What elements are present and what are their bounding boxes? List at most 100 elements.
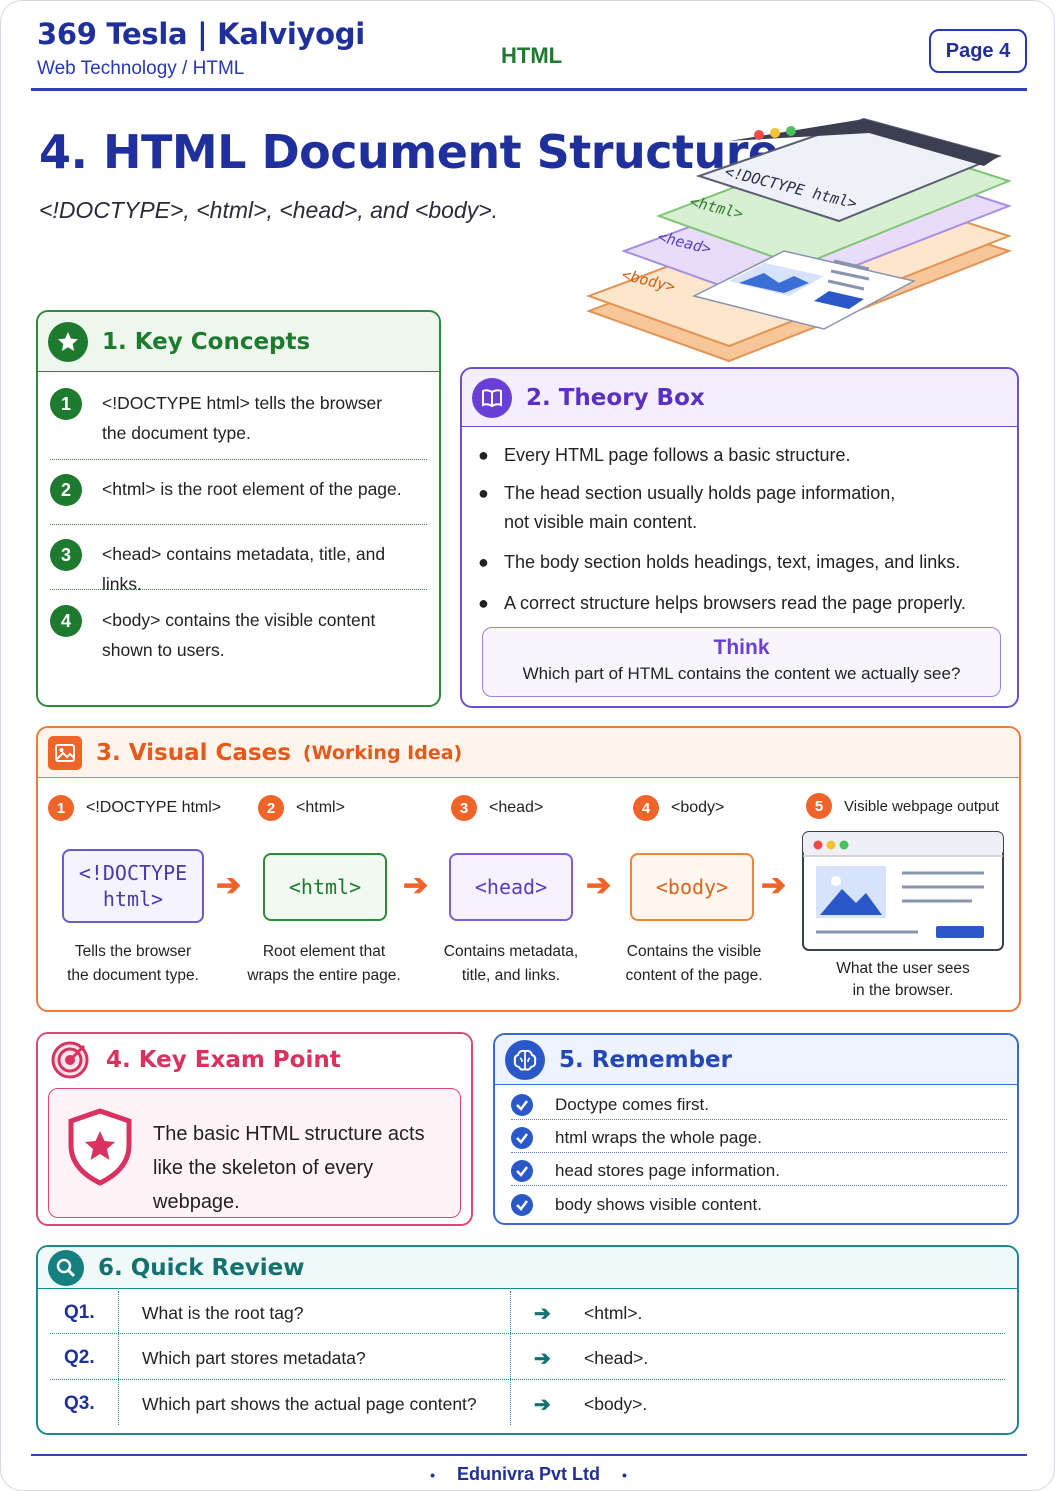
remember-item: body shows visible content. xyxy=(511,1188,1007,1221)
image-icon xyxy=(48,735,82,770)
answer-text: <html>. xyxy=(584,1302,643,1323)
doctype-layer xyxy=(695,117,1003,223)
divider xyxy=(50,589,427,590)
concept-text: <html> is the root element of the page. xyxy=(102,479,402,499)
divider xyxy=(511,1152,1007,1153)
question-text: Which part shows the actual page content… xyxy=(142,1393,477,1414)
theory-card: 2. Theory Box ●Every HTML page follows a… xyxy=(460,367,1019,708)
theory-bullet: ●A correct structure helps browsers read… xyxy=(478,589,1001,618)
concept-number: 4 xyxy=(50,605,82,637)
column-divider xyxy=(118,1291,119,1425)
step-text: <body> xyxy=(671,799,725,816)
search-icon xyxy=(48,1249,84,1286)
concept-text-cont: shown to users. xyxy=(102,640,225,660)
question-text: What is the root tag? xyxy=(142,1302,304,1323)
page-title: 4. HTML Document Structure xyxy=(39,125,779,179)
step-text: <head> xyxy=(489,799,544,816)
concept-number: 3 xyxy=(50,539,82,571)
html-layers-illustration: <!DOCTYPE html> <html> <head> <body> xyxy=(586,117,1012,363)
divider xyxy=(511,1185,1007,1186)
concept-text: <!DOCTYPE html> tells the browser xyxy=(102,393,383,413)
exam-point-header: 4. Key Exam Point xyxy=(38,1034,471,1086)
body-box: <body> xyxy=(630,853,754,921)
arrow-right-icon: ➔ xyxy=(403,869,429,902)
concept-number: 1 xyxy=(50,388,82,420)
step-text: Visible webpage output xyxy=(844,797,999,815)
divider xyxy=(50,524,427,525)
step-caption: Contains metadata,title, and links. xyxy=(443,943,579,984)
remember-text: Doctype comes first. xyxy=(555,1094,709,1114)
think-question: Which part of HTML contains the content … xyxy=(522,664,961,683)
visual-cases-card: 3. Visual Cases (Working Idea) 1 <!DOCTYP… xyxy=(36,726,1021,1012)
exam-point-text: The basic HTML structure acts xyxy=(153,1123,425,1145)
page-subtitle: <!DOCTYPE>, <html>, <head>, and <body>. xyxy=(39,197,499,223)
key-concepts-card: 1. Key Concepts 1 <!DOCTYPE html> tells … xyxy=(36,310,441,707)
arrow-right-icon: ➔ xyxy=(761,869,787,902)
footer-company: Edunivra Pvt Ltd xyxy=(456,1464,600,1484)
concept-text: <body> contains the visible content xyxy=(102,610,376,630)
footer-divider xyxy=(31,1454,1027,1456)
remember-text: head stores page information. xyxy=(555,1160,780,1180)
remember-item: html wraps the whole page. xyxy=(511,1121,1007,1154)
theory-header: 2. Theory Box xyxy=(462,369,1017,427)
doctype-box-line: html> xyxy=(102,887,164,911)
step-number: 1 xyxy=(48,795,74,821)
step-number: 4 xyxy=(633,795,659,821)
quick-review-title: 6. Quick Review xyxy=(98,1254,305,1281)
quick-review-card: 6. Quick Review Q1. What is the root tag… xyxy=(36,1245,1019,1435)
check-icon xyxy=(511,1159,533,1182)
shield-star-icon xyxy=(68,1108,132,1186)
step-label: 1 <!DOCTYPE html> xyxy=(48,795,221,821)
footer-bullet: • xyxy=(430,1467,435,1483)
think-box: Think Which part of HTML contains the co… xyxy=(482,627,1001,697)
step-text: <html> xyxy=(296,799,345,816)
remember-text: body shows visible content. xyxy=(555,1194,762,1214)
answer-text: <body>. xyxy=(584,1393,648,1414)
key-concepts-title: 1. Key Concepts xyxy=(102,328,311,355)
doctype-box-line: <!DOCTYPE xyxy=(78,861,188,885)
remember-item: Doctype comes first. xyxy=(511,1088,1007,1121)
column-divider xyxy=(510,1291,511,1425)
step-text: <!DOCTYPE html> xyxy=(86,799,222,816)
remember-item: head stores page information. xyxy=(511,1154,1007,1187)
bullet-text: A correct structure helps browsers read … xyxy=(504,593,966,613)
remember-text: html wraps the whole page. xyxy=(555,1127,762,1147)
book-icon xyxy=(472,377,512,418)
key-concepts-header: 1. Key Concepts xyxy=(38,312,439,372)
bullet-text: The body section holds headings, text, i… xyxy=(504,552,961,572)
visual-cases-title: 3. Visual Cases xyxy=(96,739,291,766)
bullet-text-cont: not visible main content. xyxy=(504,512,698,532)
check-icon xyxy=(511,1093,533,1116)
review-row: Q1. What is the root tag? ➔ <html>. xyxy=(38,1290,1017,1336)
breadcrumb: Web Technology / HTML xyxy=(37,58,245,79)
subject-label: HTML xyxy=(501,43,563,68)
brand-title: 369 Tesla | Kalviyogi xyxy=(37,17,365,51)
arrow-right-icon: ➔ xyxy=(216,869,242,902)
theory-bullet: ●Every HTML page follows a basic structu… xyxy=(478,441,1001,470)
browser-window-icon xyxy=(802,831,1004,951)
mini-webpage-icon xyxy=(691,250,917,330)
header-divider xyxy=(31,88,1027,91)
visual-cases-subtitle: (Working Idea) xyxy=(302,741,463,764)
target-icon xyxy=(48,1038,92,1082)
exam-point-text-cont: like the skeleton of every webpage. xyxy=(153,1157,374,1213)
concept-item: 4 <body> contains the visible content sho… xyxy=(50,605,427,665)
think-title: Think xyxy=(713,636,770,659)
step-label: 3<head> xyxy=(451,795,543,821)
remember-card: 5. Remember Doctype comes first. html wr… xyxy=(493,1033,1019,1225)
divider xyxy=(50,1333,1005,1334)
html-box: <html> xyxy=(263,853,387,921)
footer: •Edunivra Pvt Ltd• xyxy=(1,1464,1054,1485)
question-number: Q3. xyxy=(64,1393,95,1414)
remember-title: 5. Remember xyxy=(559,1046,732,1073)
exam-point-card: 4. Key Exam Point The basic HTML structu… xyxy=(36,1032,473,1226)
remember-header: 5. Remember xyxy=(495,1035,1017,1085)
head-box: <head> xyxy=(449,853,573,921)
arrow-right-icon: ➔ xyxy=(534,1393,551,1416)
step-label: 2<html> xyxy=(258,795,345,821)
